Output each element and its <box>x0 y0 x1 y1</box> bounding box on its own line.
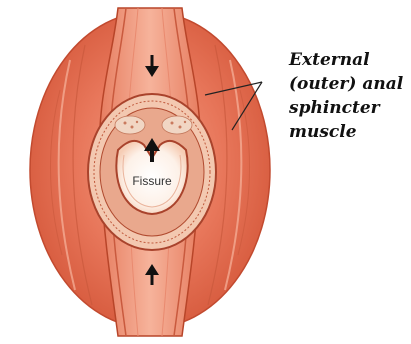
fissure-label: Fissure <box>132 174 172 188</box>
label-line-1: External <box>289 48 409 72</box>
label-line-4: muscle <box>289 120 409 144</box>
label-line-2: (outer) anal <box>289 72 409 96</box>
label-line-3: sphincter <box>289 96 409 120</box>
external-anal-sphincter-label: External (outer) anal sphincter muscle <box>289 48 409 144</box>
